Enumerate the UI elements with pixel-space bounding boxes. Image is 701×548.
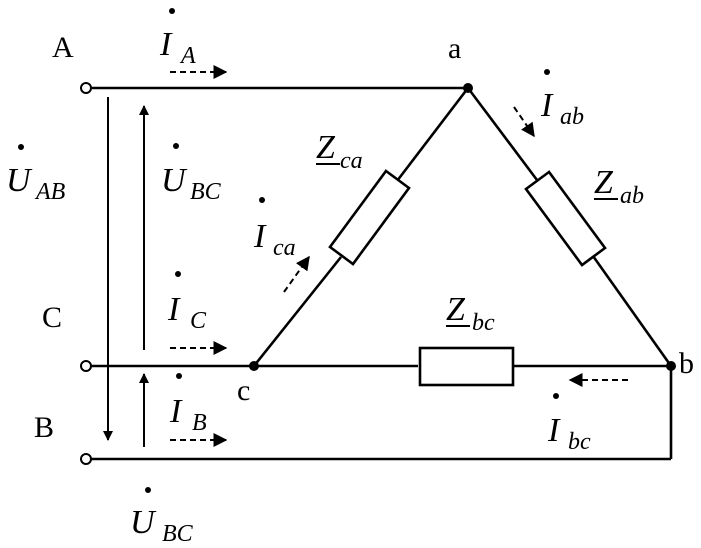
- svg-text:U: U: [6, 162, 33, 199]
- svg-text:U: U: [130, 504, 157, 541]
- current-Iab-arrow: [513, 106, 535, 138]
- svg-text:A: A: [179, 43, 196, 69]
- terminal-C-label: C: [42, 301, 62, 334]
- node-a-dot: [463, 83, 473, 93]
- terminal-B-circle: [80, 453, 92, 465]
- node-c-label: c: [237, 374, 250, 407]
- current-IC-label: I C: [167, 271, 207, 334]
- current-Ica-arrow: [283, 255, 310, 293]
- impedance-Zca-label: Z ca: [316, 129, 363, 174]
- svg-text:C: C: [190, 308, 207, 334]
- terminal-A-label: A: [52, 31, 74, 64]
- svg-text:I: I: [169, 393, 183, 430]
- node-a-label: a: [448, 32, 461, 65]
- terminal-C-circle: [80, 360, 92, 372]
- wire-a-to-Zca: [395, 87, 470, 182]
- current-Ibc-label: I bc: [547, 393, 591, 455]
- svg-text:I: I: [540, 87, 554, 124]
- current-IA-label: I A: [159, 8, 196, 69]
- svg-text:ca: ca: [340, 148, 363, 174]
- impedance-Zbc-label: Z bc: [446, 291, 495, 336]
- voltage-UAB-label: U AB: [6, 144, 66, 205]
- terminal-A-circle: [80, 82, 92, 94]
- node-b-dot: [666, 361, 676, 371]
- svg-text:Z: Z: [446, 291, 466, 328]
- voltage-UBC-label-lower: U BC: [130, 487, 194, 547]
- wire-Zab-to-b: [591, 255, 673, 367]
- impedance-Zab-label: Z ab: [594, 164, 644, 209]
- svg-text:bc: bc: [568, 429, 591, 455]
- svg-text:bc: bc: [472, 310, 495, 336]
- svg-text:I: I: [547, 412, 561, 449]
- impedance-Zab-box: [524, 170, 607, 267]
- svg-text:I: I: [167, 291, 181, 328]
- svg-text:BC: BC: [190, 179, 222, 205]
- svg-text:Z: Z: [316, 129, 336, 166]
- terminal-B-label: B: [34, 411, 54, 444]
- impedance-Zbc-box: [418, 346, 515, 387]
- svg-text:B: B: [192, 410, 207, 436]
- current-IB-label: I B: [169, 373, 207, 436]
- wire-Zca-to-c: [252, 256, 343, 367]
- node-b-label: b: [679, 347, 694, 380]
- svg-text:ca: ca: [273, 235, 296, 261]
- svg-text:AB: AB: [34, 179, 66, 205]
- node-c-dot: [249, 361, 259, 371]
- svg-text:ab: ab: [620, 183, 644, 209]
- svg-text:I: I: [159, 26, 173, 63]
- svg-text:U: U: [161, 162, 188, 199]
- impedance-Zca-box: [328, 169, 411, 266]
- svg-text:Z: Z: [594, 164, 614, 201]
- voltage-UBC-label-upper: U BC: [161, 143, 222, 205]
- current-Ica-label: I ca: [253, 197, 296, 261]
- wire-a-to-Zab: [466, 87, 539, 181]
- svg-text:ab: ab: [560, 104, 584, 130]
- svg-text:I: I: [253, 218, 267, 255]
- svg-text:BC: BC: [162, 521, 194, 547]
- current-Iab-label: I ab: [540, 69, 584, 130]
